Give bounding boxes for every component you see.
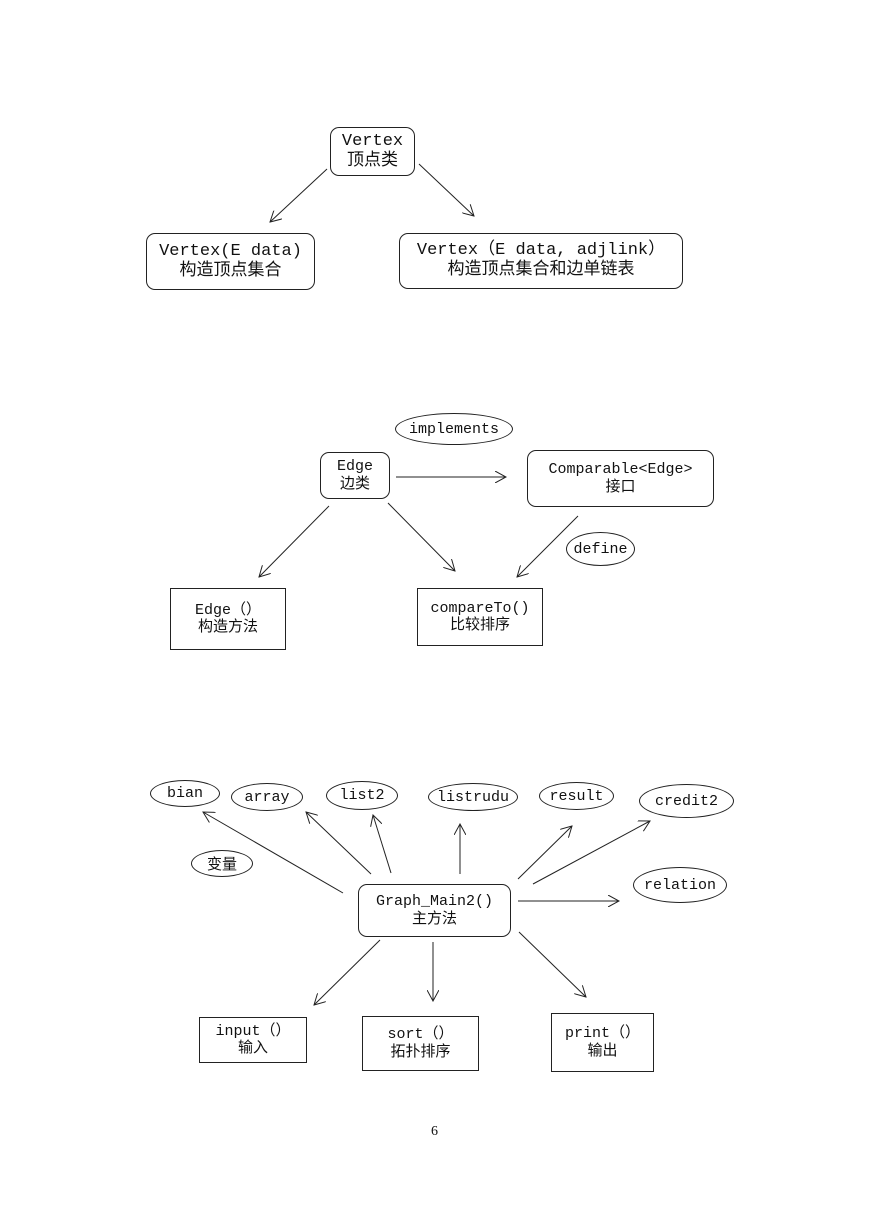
arrow-main-to-input [314, 939, 381, 1005]
vertex-ctor-node: Vertex(E data) 构造顶点集合 [146, 233, 315, 290]
compare-to-node: compareTo() 比较排序 [417, 588, 543, 646]
arrow-edge-to-ctor [259, 505, 330, 577]
sort-method-node: sort（） 拓扑排序 [362, 1016, 479, 1071]
vertex-ctor-desc: 构造顶点集合 [179, 261, 282, 281]
var-relation: relation [633, 867, 727, 903]
arrow-edge-to-compare [387, 502, 455, 571]
page-number: 6 [431, 1124, 438, 1139]
vertex-class-title: Vertex [341, 131, 404, 151]
vertex-class-node: Vertex 顶点类 [330, 127, 415, 176]
vertex-ctor-signature: Vertex(E data) [159, 241, 302, 261]
compare-to-signature: compareTo() [430, 599, 530, 617]
input-method-node: input（） 输入 [199, 1017, 307, 1063]
var-credit2: credit2 [639, 784, 734, 818]
comparable-interface-subtitle: 接口 [605, 478, 636, 496]
sort-method-desc: 拓扑排序 [390, 1043, 451, 1061]
vertex-ctor-adjlink-signature: Vertex（E data, adjlink） [416, 241, 666, 261]
var-result: result [539, 782, 614, 810]
arrow-main-to-array [306, 812, 372, 875]
input-method-desc: 输入 [237, 1040, 268, 1057]
edge-ctor-signature: Edge（） [194, 601, 261, 619]
print-method-signature: print（） [564, 1025, 640, 1043]
edge-ctor-desc: 构造方法 [197, 619, 258, 636]
graph-main-signature: Graph_Main2() [375, 893, 494, 911]
graph-main-desc: 主方法 [411, 910, 457, 928]
vertex-ctor-adjlink-desc: 构造顶点集合和边单链表 [447, 261, 635, 280]
arrow-main-to-bian [203, 812, 344, 894]
input-method-signature: input（） [215, 1022, 291, 1040]
var-listrudu: listrudu [428, 783, 518, 811]
comparable-interface-node: Comparable<Edge> 接口 [527, 450, 714, 507]
edge-ctor-node: Edge（） 构造方法 [170, 588, 286, 650]
arrow-main-to-result [517, 826, 572, 880]
implements-label: implements [395, 413, 513, 445]
arrow-vertex-to-ctor1 [270, 168, 328, 222]
arrow-vertex-to-ctor2 [418, 163, 474, 216]
var-array: array [231, 783, 303, 811]
vertex-ctor-adjlink-node: Vertex（E data, adjlink） 构造顶点集合和边单链表 [399, 233, 683, 289]
arrow-interface-to-compare [517, 515, 579, 577]
comparable-interface-title: Comparable<Edge> [548, 461, 693, 479]
var-list2: list2 [326, 781, 398, 810]
edge-class-subtitle: 边类 [339, 475, 370, 493]
arrow-main-to-list2 [373, 815, 392, 874]
edge-class-title: Edge [336, 458, 373, 476]
var-bian: bian [150, 780, 220, 807]
compare-to-desc: 比较排序 [449, 617, 510, 634]
print-method-node: print（） 输出 [551, 1013, 654, 1072]
sort-method-signature: sort（） [387, 1026, 454, 1044]
print-method-desc: 输出 [587, 1042, 618, 1060]
edge-class-node: Edge 边类 [320, 452, 390, 499]
graph-main-node: Graph_Main2() 主方法 [358, 884, 511, 937]
arrow-main-to-credit2 [532, 821, 650, 885]
arrow-main-to-print [518, 931, 586, 997]
variables-label: 变量 [191, 850, 253, 877]
vertex-class-subtitle: 顶点类 [347, 151, 398, 171]
define-label: define [566, 532, 635, 566]
